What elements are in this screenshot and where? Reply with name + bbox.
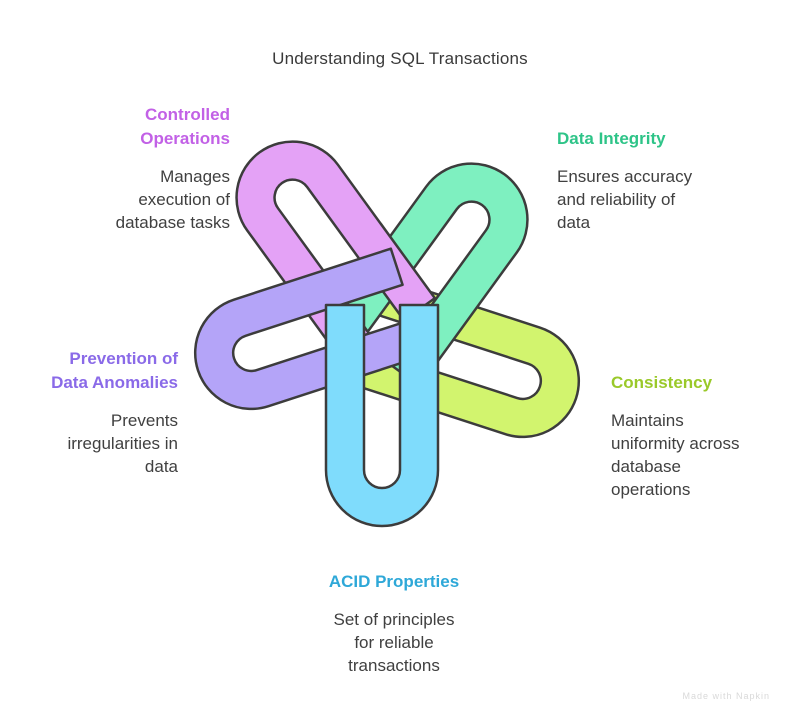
loop-acid [324,303,440,528]
desc-line: Maintains [611,411,684,430]
loop-prevention-shape [194,247,427,411]
data-integrity-desc: Ensures accuracy and reliability of data [557,165,692,234]
controlled-operations-heading: Controlled Operations [116,103,230,151]
desc-line: data [557,213,591,232]
prevention-block: Prevention of Data Anomalies Prevents ir… [51,347,178,478]
consistency-heading: Consistency [611,371,739,395]
heading-line: Controlled [145,105,230,124]
heading-line: Operations [140,129,230,148]
desc-line: Prevents [110,411,178,430]
consistency-block: Consistency Maintains uniformity across … [611,371,739,501]
desc-line: for reliable [354,633,434,652]
watermark: Made with Napkin [682,691,770,701]
loop-prevention [194,247,427,411]
heading-line: Data Anomalies [51,373,178,392]
desc-line: Manages [160,167,230,186]
heading-line: Consistency [611,373,713,392]
data-integrity-heading: Data Integrity [557,127,692,151]
prevention-desc: Prevents irregularities in data [51,409,178,478]
desc-line: and reliability of [557,190,676,209]
data-integrity-block: Data Integrity Ensures accuracy and reli… [557,127,692,234]
desc-line: transactions [348,656,440,675]
acid-properties-block: ACID Properties Set of principles for re… [280,570,508,677]
desc-line: uniformity across [611,434,740,453]
heading-line: Prevention of [69,349,178,368]
prevention-heading: Prevention of Data Anomalies [51,347,178,395]
desc-line: data [144,457,178,476]
desc-line: Ensures accuracy [557,167,693,186]
desc-line: database [611,457,681,476]
acid-properties-heading: ACID Properties [280,570,508,594]
loop-acid-shape [324,303,440,528]
controlled-operations-block: Controlled Operations Manages execution … [116,103,230,234]
heading-line: Data Integrity [557,129,666,148]
desc-line: operations [611,480,691,499]
desc-line: irregularities in [67,434,178,453]
controlled-operations-desc: Manages execution of database tasks [116,165,230,234]
consistency-desc: Maintains uniformity across database ope… [611,409,739,501]
desc-line: Set of principles [333,610,455,629]
desc-line: execution of [138,190,230,209]
desc-line: database tasks [115,213,230,232]
acid-properties-desc: Set of principles for reliable transacti… [280,608,508,677]
diagram-title: Understanding SQL Transactions [272,49,528,68]
heading-line: ACID Properties [328,572,460,591]
